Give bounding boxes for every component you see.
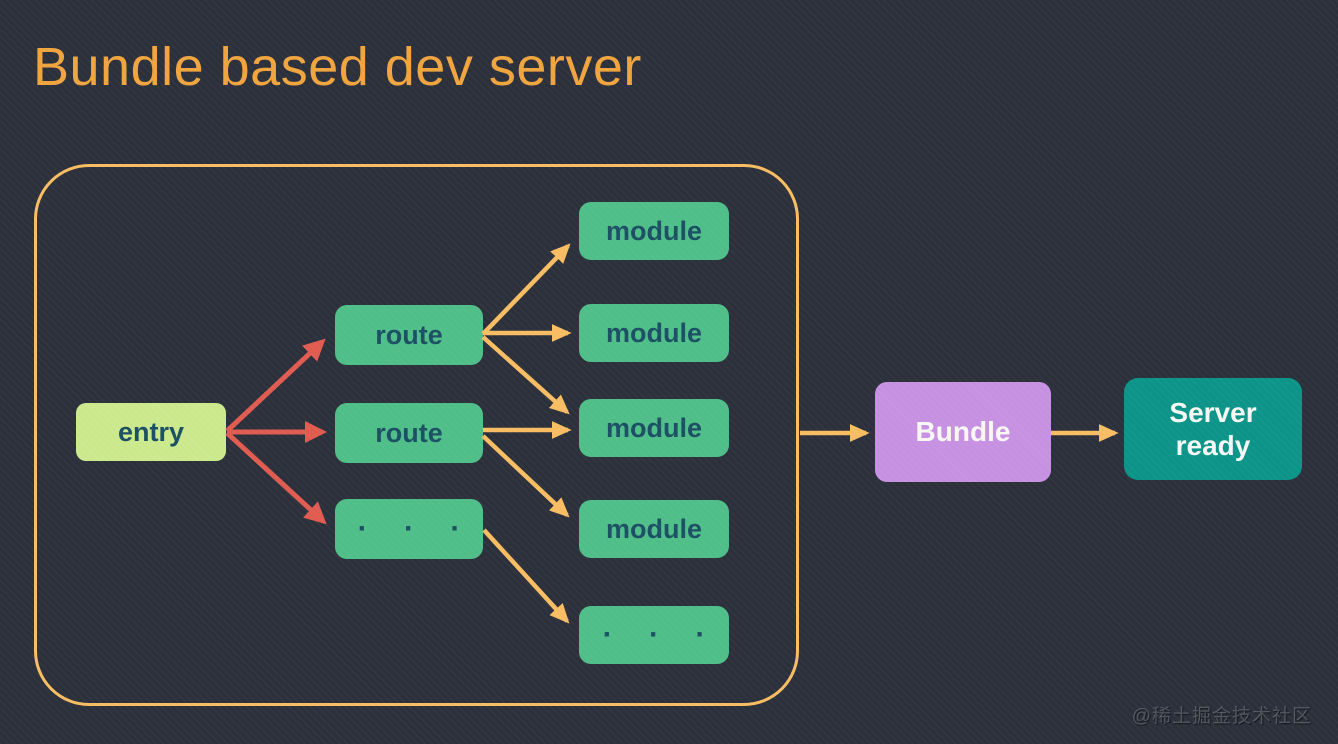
server-ready-line2: ready: [1175, 430, 1251, 461]
module-node-4: module: [579, 500, 729, 558]
module-node-2: module: [579, 304, 729, 362]
bundle-node: Bundle: [875, 382, 1051, 482]
arrow-entry-route3: [225, 431, 327, 525]
server-ready-node: Server ready: [1124, 378, 1302, 480]
arrow-entry-route1: [225, 338, 326, 433]
watermark: @稀土掘金技术社区: [1131, 706, 1312, 727]
server-ready-line1: Server: [1169, 397, 1257, 428]
route-node-1: route: [335, 305, 483, 365]
entry-node: entry: [76, 403, 226, 461]
arrow-route1-module1: [481, 243, 571, 336]
bundle-scope-container: [34, 164, 799, 706]
arrow-route3-module5: [482, 528, 570, 624]
module-node-ellipsis: · · ·: [579, 606, 729, 664]
arrow-route1-module3: [481, 335, 570, 415]
route-node-ellipsis: · · ·: [335, 499, 483, 559]
module-node-3: module: [579, 399, 729, 457]
page-title: Bundle based dev server: [33, 37, 642, 97]
route-node-2: route: [335, 403, 483, 463]
arrow-route2-module4: [481, 434, 570, 518]
module-node-1: module: [579, 202, 729, 260]
